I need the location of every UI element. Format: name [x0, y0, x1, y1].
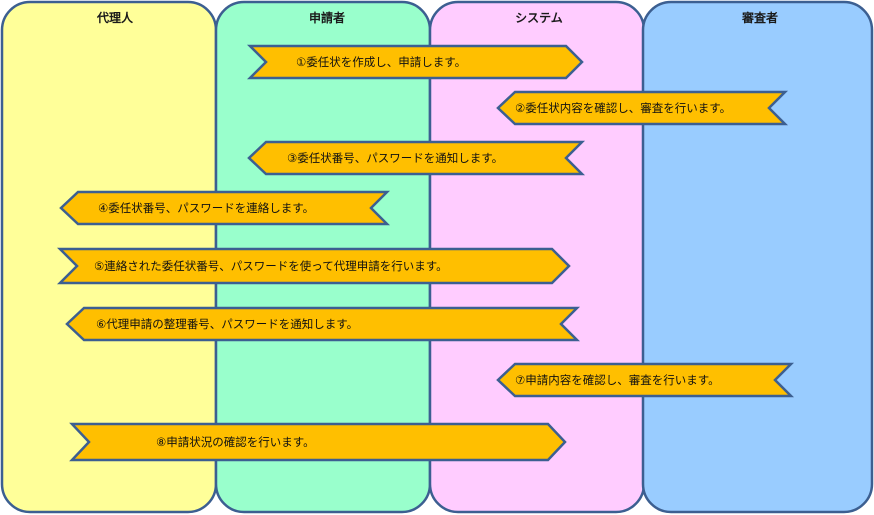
step-6-arrow-shape — [65, 306, 581, 342]
lane-reviewer-background — [641, 0, 874, 514]
step-2-label: ②委任状内容を確認し、審査を行います。 — [515, 101, 731, 115]
step-1-arrow-shape — [246, 44, 584, 80]
step-4-label: ④委任状番号、パスワードを連絡します。 — [98, 201, 314, 215]
step-7-label: ⑦申請内容を確認し、審査を行います。 — [515, 373, 720, 387]
step-7-arrow-shape — [496, 362, 795, 398]
lane-reviewer-title: 審査者 — [741, 10, 778, 25]
step-6-label: ⑥代理申請の整理番号、パスワードを通知します。 — [96, 317, 358, 331]
step-5-arrow: ⑤連絡された委任状番号、パスワードを使って代理申請を行います。 — [56, 247, 571, 285]
step-8-arrow: ⑧申請状況の確認を行います。 — [69, 422, 567, 462]
lane-system-title: システム — [515, 11, 563, 25]
step-5-arrow-shape — [56, 247, 571, 285]
step-7-arrow: ⑦申請内容を確認し、審査を行います。 — [496, 362, 795, 398]
step-4-arrow: ④委任状番号、パスワードを連絡します。 — [59, 190, 391, 226]
lane-reviewer: 審査者 — [641, 0, 874, 514]
step-8-label: ⑧申請状況の確認を行います。 — [156, 435, 315, 449]
lane-agent-title: 代理人 — [96, 10, 134, 25]
step-3-arrow: ③委任状番号、パスワードを通知します。 — [247, 140, 586, 176]
step-5-label: ⑤連絡された委任状番号、パスワードを使って代理申請を行います。 — [94, 259, 448, 273]
step-6-arrow: ⑥代理申請の整理番号、パスワードを通知します。 — [65, 306, 581, 342]
step-2-arrow: ②委任状内容を確認し、審査を行います。 — [496, 90, 789, 126]
step-1-label: ①委任状を作成し、申請します。 — [296, 55, 466, 69]
lane-applicant-title: 申請者 — [309, 10, 345, 25]
step-4-arrow-shape — [59, 190, 391, 226]
step-3-label: ③委任状番号、パスワードを通知します。 — [287, 151, 503, 165]
step-3-arrow-shape — [247, 140, 586, 176]
step-8-arrow-shape — [69, 422, 567, 462]
step-1-arrow: ①委任状を作成し、申請します。 — [246, 44, 584, 80]
step-2-arrow-shape — [496, 90, 789, 126]
